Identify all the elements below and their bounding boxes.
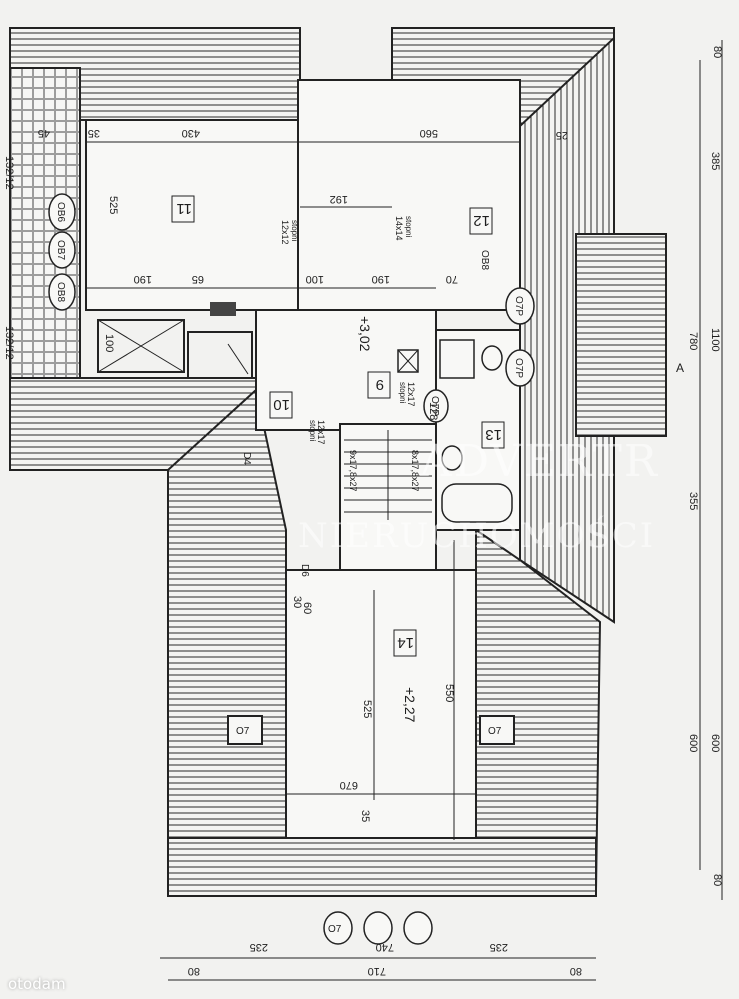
svg-text:780: 780 [687,332,699,350]
svg-text:525: 525 [361,700,373,718]
room-11-label: 11 [176,200,192,217]
svg-text:80: 80 [711,46,723,58]
level-302: +3,02 [357,316,373,352]
svg-text:O7: O7 [236,726,250,737]
svg-text:65: 65 [192,273,204,285]
room-12-floor [297,79,521,311]
svg-text:O7P: O7P [429,396,440,416]
svg-text:80: 80 [570,965,582,977]
svg-text:740: 740 [376,941,394,953]
room-labels: 11 12 13 9 10 14 +3,02 +2,27 [171,195,505,723]
chimney [210,302,236,316]
svg-text:D6: D6 [299,564,310,577]
svg-text:70: 70 [446,273,458,285]
room-14-floor [285,569,477,839]
room-12-label: 12 [473,212,490,229]
skylight-right [479,715,515,745]
window-labels: OB6 OB7 OB8 OB8 D4 O7P O7P O7P D6 O7 O7 … [55,202,524,935]
svg-text:OB8: OB8 [479,250,490,270]
svg-text:525: 525 [107,196,119,214]
svg-text:OB8: OB8 [55,282,66,302]
watermark-line2: NIERUCHOMOŚCI [298,516,656,556]
svg-text:O7: O7 [328,924,342,935]
svg-text:12x17: 12x17 [406,382,416,407]
svg-text:O7P: O7P [513,358,524,378]
source-logo: otodam [8,975,66,993]
svg-text:1100: 1100 [709,328,721,352]
stair-treads [344,430,432,520]
svg-text:128: 128 [427,402,439,420]
svg-text:OB6: OB6 [55,202,66,222]
svg-text:60: 60 [301,602,313,614]
roof-bottom-eave [167,837,597,897]
svg-text:45: 45 [38,127,50,139]
svg-text:35: 35 [88,127,100,139]
svg-text:190: 190 [134,273,152,285]
vent-cross-b [397,349,419,373]
shaft-box [187,331,253,379]
level-227: +2,27 [402,687,418,723]
svg-text:550: 550 [443,684,455,702]
svg-text:OB7: OB7 [55,240,66,260]
svg-text:14x14: 14x14 [394,216,404,241]
svg-text:A: A [676,361,684,375]
sink [441,445,463,471]
room-13-label: 13 [485,426,502,443]
dimension-numbers: 430 560 35 45 385 1100 780 355 600 600 8… [3,46,723,977]
closet-box [97,319,185,373]
roof-bottom-left [167,388,287,892]
vent-box [397,349,419,373]
skylight-left [227,715,263,745]
svg-text:600: 600 [709,734,721,752]
shower [439,339,475,379]
svg-text:35: 35 [359,810,371,822]
bathtub [441,483,513,523]
svg-text:stopni: stopni [290,220,299,242]
svg-text:12x12: 12x12 [280,220,290,245]
svg-text:190: 190 [372,273,390,285]
svg-text:600: 600 [687,734,699,752]
svg-text:430: 430 [182,127,200,139]
svg-text:132/12: 132/12 [3,326,15,360]
svg-text:355: 355 [687,492,699,510]
dormer-right [575,233,667,437]
room-9-label: 9 [376,376,384,393]
svg-text:670: 670 [340,779,358,791]
svg-text:stopni: stopni [398,382,407,404]
svg-text:O7P: O7P [513,296,524,316]
closet-cross-b [97,319,185,373]
svg-text:100: 100 [103,334,115,352]
svg-text:192: 192 [330,193,348,205]
svg-text:80: 80 [711,874,723,886]
svg-text:710: 710 [368,965,386,977]
svg-text:30: 30 [291,596,303,608]
svg-text:25: 25 [556,129,568,141]
svg-text:235: 235 [490,941,508,953]
svg-text:80: 80 [188,965,200,977]
svg-text:8x17,8x27: 8x17,8x27 [410,450,420,492]
room-11-floor [85,119,299,311]
window-markers [48,193,535,945]
svg-text:stopni: stopni [404,216,413,238]
svg-text:132/12: 132/12 [3,156,15,190]
svg-text:stopni: stopni [308,420,317,442]
toilet [481,345,503,371]
svg-text:560: 560 [420,127,438,139]
svg-text:100: 100 [306,273,324,285]
svg-text:9x17,8x27: 9x17,8x27 [348,450,358,492]
shaft-cross [227,343,249,375]
svg-text:385: 385 [709,152,721,170]
watermark-line1: ADVERTR [420,436,660,487]
svg-text:O7: O7 [488,726,502,737]
room-14-label: 14 [397,634,414,651]
room-10-label: 10 [273,396,290,413]
svg-text:D4: D4 [241,452,252,465]
dimension-lines [86,40,723,981]
svg-text:235: 235 [250,941,268,953]
svg-text:12x17: 12x17 [316,420,326,445]
